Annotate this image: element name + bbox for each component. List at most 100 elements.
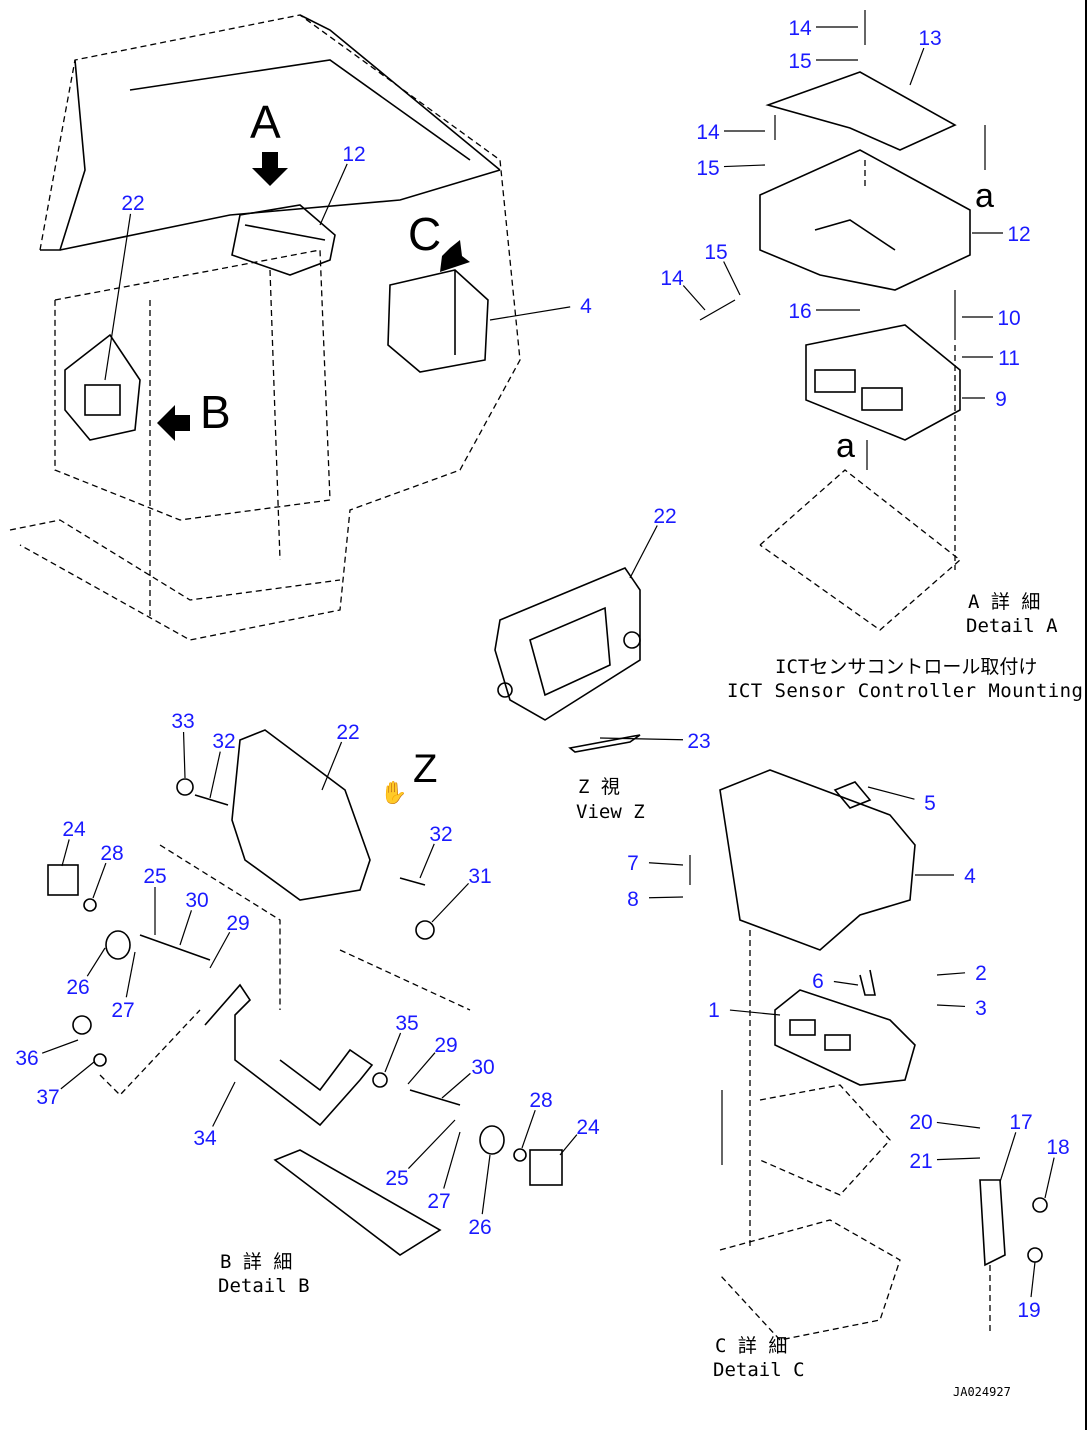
callout-number: 10 — [997, 307, 1020, 330]
leader-line — [1044, 1157, 1055, 1199]
leader-line — [92, 862, 107, 899]
callout: 15 — [696, 157, 766, 180]
callout-number: 26 — [468, 1216, 491, 1239]
callout-number: 5 — [924, 792, 936, 815]
leader-line — [999, 1132, 1017, 1183]
detail-c-caption-jp: C 詳 細 — [715, 1335, 787, 1357]
callout: 12 — [319, 143, 366, 226]
callout: 20 — [909, 1111, 981, 1134]
callout: 37 — [36, 1061, 95, 1109]
callout-number: 14 — [696, 121, 720, 144]
callout-number: 26 — [66, 976, 89, 999]
callout: 28 — [92, 842, 124, 899]
callout: 33 — [171, 710, 195, 779]
leader-line — [867, 786, 915, 800]
leader-line — [441, 1072, 471, 1099]
main-view-controller-12 — [231, 204, 336, 276]
drawing-code: JA024927 — [953, 1385, 1011, 1399]
callout-number: 22 — [336, 721, 359, 744]
callout: 9 — [962, 388, 1007, 411]
callout-number: 16 — [788, 300, 811, 323]
callout-number: 12 — [342, 143, 365, 166]
detail-b-parts — [47, 729, 563, 1256]
leader-line — [321, 741, 343, 791]
leader-line — [431, 882, 470, 923]
main-view-monitor-22 — [64, 333, 141, 441]
leader-line — [209, 751, 221, 799]
callout: 11 — [962, 347, 1020, 370]
callout: 31 — [431, 865, 492, 923]
callout: 14 — [696, 121, 765, 144]
leader-line — [909, 47, 925, 86]
callout: 5 — [867, 786, 936, 815]
main-view-cover-4 — [387, 269, 489, 373]
detail-a-caption-jp: A 詳 細 — [968, 591, 1040, 613]
callout-number: 14 — [788, 17, 812, 40]
callout: 19 — [1017, 1261, 1041, 1322]
callout: 15 — [704, 241, 741, 296]
callout-number: 33 — [171, 710, 194, 733]
callout: 12 — [972, 223, 1031, 246]
view-marker-c: C — [408, 208, 441, 260]
callout: 16 — [788, 300, 860, 323]
callout: 14 — [788, 17, 858, 40]
callout: 10 — [962, 307, 1021, 330]
callout-number: 27 — [427, 1190, 450, 1213]
callout-number: 14 — [660, 267, 684, 290]
arrow-a-icon — [252, 152, 288, 186]
callout-number: 4 — [580, 295, 592, 318]
callout: 29 — [209, 912, 250, 969]
callout: 25 — [385, 1119, 456, 1190]
callout-number: 1 — [708, 999, 720, 1022]
callout-number: 7 — [627, 852, 639, 875]
callout: 25 — [143, 865, 167, 935]
callout: 23 — [599, 730, 711, 753]
leader-line — [648, 896, 684, 899]
leader-line — [1030, 1261, 1036, 1298]
title-en: ICT Sensor Controller Mounting — [727, 680, 1083, 702]
callout: 2 — [936, 962, 987, 985]
leader-line — [209, 931, 231, 969]
callout-number: 15 — [788, 50, 811, 73]
callout-number: 2 — [975, 962, 987, 985]
leader-line — [384, 1032, 402, 1073]
callout: 30 — [179, 889, 209, 946]
leader-line — [936, 1004, 966, 1008]
callout-number: 15 — [704, 241, 727, 264]
callout: 21 — [909, 1150, 981, 1173]
leader-line — [629, 525, 658, 579]
callout: 29 — [407, 1034, 458, 1085]
leader-line — [179, 910, 193, 946]
leader-line — [599, 737, 684, 741]
detail-c-parts — [689, 769, 1048, 1341]
callout-number: 24 — [576, 1116, 600, 1139]
callout-number: 11 — [998, 347, 1020, 370]
callout-number: 25 — [385, 1167, 408, 1190]
leader-line — [833, 980, 859, 986]
leader-line — [212, 1081, 236, 1127]
callout: 27 — [427, 1131, 461, 1213]
z-glyph-icon: ✋ — [380, 780, 407, 805]
callout-number: 12 — [1007, 223, 1030, 246]
callout: 35 — [384, 1012, 419, 1073]
callout-number: 19 — [1017, 1299, 1040, 1322]
leader-line — [648, 862, 684, 866]
callout: 3 — [936, 997, 987, 1020]
callout-number: 29 — [226, 912, 249, 935]
callout: 26 — [468, 1154, 492, 1239]
leader-line — [407, 1052, 436, 1085]
callout-number: 20 — [909, 1111, 932, 1134]
callout: 14 — [660, 267, 706, 311]
callout-number: 15 — [696, 157, 719, 180]
callout-number: 21 — [909, 1150, 932, 1173]
view-z-monitor — [494, 567, 641, 753]
callout: 32 — [209, 730, 236, 799]
detail-b-caption-jp: B 詳 細 — [220, 1251, 292, 1273]
leader-line — [489, 306, 571, 321]
callout: 28 — [521, 1089, 553, 1149]
leader-line — [443, 1131, 461, 1189]
callout: 17 — [999, 1111, 1033, 1183]
callout: 15 — [788, 50, 858, 73]
